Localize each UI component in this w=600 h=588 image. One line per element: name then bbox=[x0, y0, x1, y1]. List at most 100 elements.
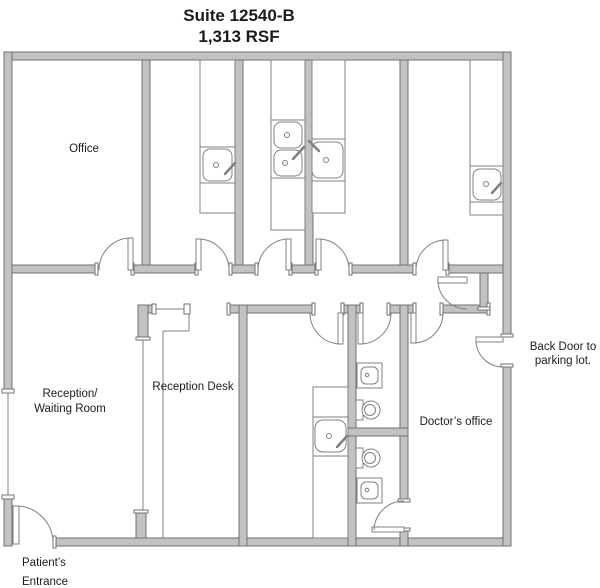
reception-label-line1: Reception/ bbox=[43, 388, 99, 400]
sink-basin bbox=[472, 168, 502, 201]
door-leaf bbox=[371, 526, 405, 533]
patients-entrance-label-line1: Patient’s bbox=[22, 557, 66, 569]
exam-room-3-door bbox=[315, 238, 350, 271]
door-leaf bbox=[437, 276, 468, 284]
sink-faucet bbox=[291, 145, 306, 161]
wall-bathroom-right-stub bbox=[399, 530, 409, 547]
exam-room-2-door bbox=[257, 238, 292, 271]
wall-top bbox=[3, 51, 512, 61]
wall-office-right bbox=[141, 59, 151, 274]
door-arc bbox=[197, 238, 230, 271]
door-arc bbox=[257, 238, 290, 271]
desk-wall-stub-top bbox=[137, 304, 149, 338]
reception-desk-label: Reception Desk bbox=[152, 381, 233, 393]
door-arc bbox=[412, 312, 444, 344]
wall-midroom-left bbox=[238, 304, 248, 547]
sink-basin bbox=[360, 481, 379, 500]
door-leaf bbox=[410, 312, 417, 344]
wall-cap bbox=[133, 509, 149, 514]
desk-wall-stub-bottom bbox=[135, 512, 147, 539]
reception-desk-outline bbox=[142, 308, 190, 538]
sink-drain bbox=[323, 157, 329, 163]
sink-basin bbox=[360, 366, 379, 385]
wall-cap bbox=[183, 303, 191, 315]
office-door bbox=[98, 237, 134, 271]
rsf-subtitle: 1,313 RSF bbox=[198, 27, 279, 46]
midroom-door bbox=[309, 312, 344, 345]
door-leaf bbox=[195, 238, 202, 271]
door-arc bbox=[309, 312, 342, 345]
sink-drain bbox=[483, 181, 489, 187]
doctors-office-label: Doctor’s office bbox=[420, 416, 493, 428]
corridor-wall-segment bbox=[11, 264, 99, 274]
double-sink-icon bbox=[273, 121, 306, 177]
patients-entrance-label-line2: Entrance bbox=[22, 576, 68, 588]
sink-faucet bbox=[223, 161, 237, 176]
wall-left-lower bbox=[3, 498, 13, 547]
door-arc bbox=[437, 279, 468, 310]
counter bbox=[199, 59, 236, 214]
back-door bbox=[475, 336, 504, 368]
exam-room-1-door bbox=[195, 238, 230, 271]
toilet-bowl-inner bbox=[364, 404, 376, 416]
door-leaf bbox=[315, 238, 322, 271]
wall-cap bbox=[386, 302, 391, 316]
wall-cap bbox=[311, 302, 316, 316]
corridor-wall-segment bbox=[288, 264, 319, 274]
vestibule-closet-door bbox=[437, 276, 468, 310]
reception-label-line2: Waiting Room bbox=[34, 403, 106, 415]
wall-right-lower bbox=[502, 366, 512, 547]
toilet-bowl-inner bbox=[364, 452, 376, 464]
sink-drain bbox=[284, 132, 290, 138]
wall-cap bbox=[1, 388, 15, 394]
window bbox=[1, 388, 15, 500]
wall-bathroom-right bbox=[399, 304, 409, 502]
door-leaf bbox=[285, 238, 292, 271]
doctors-office-door bbox=[410, 312, 444, 344]
door-arc bbox=[359, 312, 392, 345]
exterior-walls bbox=[3, 51, 512, 547]
sink-icon bbox=[472, 168, 503, 201]
sink-faucet bbox=[335, 434, 349, 449]
office-label: Office bbox=[69, 143, 99, 155]
door-arc bbox=[475, 339, 504, 368]
door-arc bbox=[15, 505, 54, 544]
sink-icon bbox=[307, 139, 344, 179]
wall-vestibule bbox=[479, 272, 489, 308]
door-arc bbox=[373, 500, 405, 531]
wall-cap bbox=[500, 363, 514, 368]
toilet-icon bbox=[355, 447, 381, 469]
patient-entrance-door bbox=[12, 505, 54, 545]
toilets bbox=[355, 399, 381, 469]
sink-drain bbox=[364, 487, 370, 493]
wall-bathroom-left bbox=[347, 304, 357, 547]
door-leaf bbox=[357, 312, 364, 345]
sink-icon bbox=[314, 419, 349, 453]
wall-left-upper bbox=[3, 51, 13, 393]
sink-drain bbox=[326, 433, 332, 439]
sink-drain bbox=[364, 372, 370, 378]
toilet-icon bbox=[355, 399, 381, 421]
wall-cap bbox=[94, 262, 99, 276]
sink-faucet bbox=[490, 181, 503, 195]
door-leaf bbox=[127, 237, 134, 271]
door-leaf bbox=[337, 312, 344, 345]
sink-faucet bbox=[307, 139, 321, 153]
wall-cap bbox=[477, 306, 491, 311]
wall-cap bbox=[439, 302, 444, 316]
wall-room-bc bbox=[234, 59, 244, 274]
corridor-wall-segment bbox=[130, 264, 199, 274]
corridor-wall-segment bbox=[348, 264, 417, 274]
sink-drain bbox=[282, 160, 288, 166]
doors bbox=[12, 237, 504, 545]
counter bbox=[312, 386, 349, 539]
exam-room-4-door bbox=[415, 239, 449, 271]
door-leaf bbox=[475, 336, 504, 343]
sink-drain bbox=[213, 162, 219, 168]
interior-walls bbox=[11, 59, 504, 547]
sink-basin bbox=[202, 148, 233, 182]
wall-bathroom-divider bbox=[347, 427, 409, 437]
room-labels: Office Reception/ Waiting Room Reception… bbox=[22, 143, 596, 588]
door-arc bbox=[317, 238, 350, 271]
